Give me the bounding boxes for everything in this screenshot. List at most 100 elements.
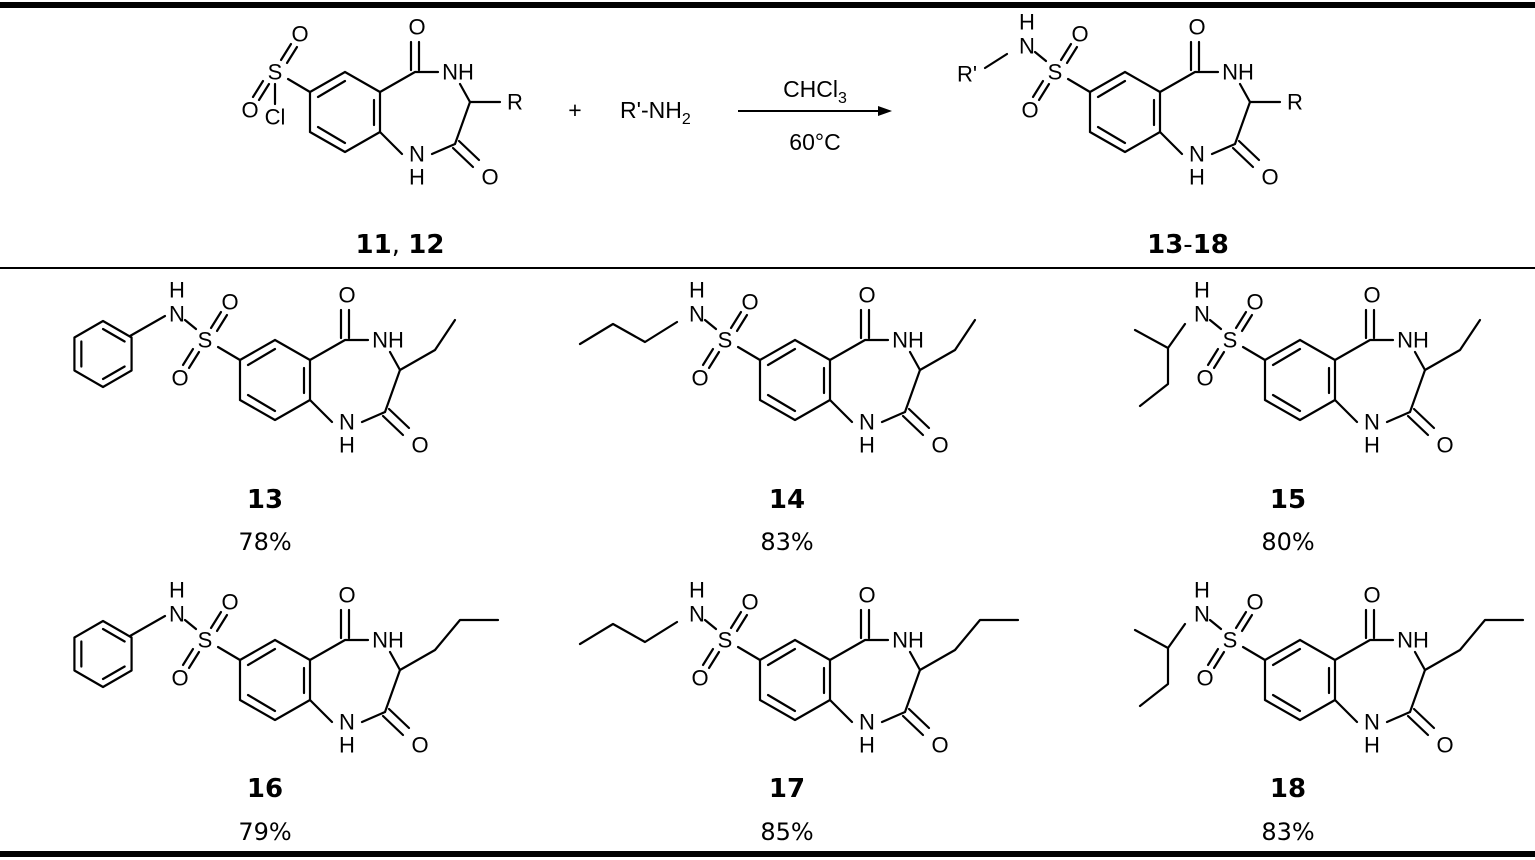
benzene-ring <box>308 70 382 154</box>
r-prime-label: R' <box>957 62 977 87</box>
oxygen-label: O <box>221 590 238 615</box>
oxygen-label: O <box>741 590 758 615</box>
oxygen-label: O <box>1363 583 1380 608</box>
diazepine-ring <box>1333 638 1427 724</box>
s-o-double-bond <box>209 310 229 333</box>
s-o-double-bond <box>701 347 721 370</box>
oxygen-label: O <box>1436 733 1453 758</box>
compound-13-yield: 78% <box>238 528 291 556</box>
n-label: N <box>409 142 425 167</box>
h-label: H <box>1019 10 1035 35</box>
carbonyl-bond <box>859 608 871 640</box>
oxygen-label: O <box>171 666 188 691</box>
compound-18-yield: 83% <box>1261 818 1314 846</box>
s-o-double-bond <box>181 347 201 370</box>
h-label: H <box>689 578 705 603</box>
n-s-bond <box>703 318 718 331</box>
carbonyl-bond <box>381 407 411 437</box>
n-s-bond <box>183 318 198 331</box>
phenyl-ring <box>73 619 133 689</box>
n-aryl-bond <box>128 614 167 638</box>
n-aryl-bond <box>128 314 167 338</box>
propyl-chain <box>1423 618 1525 672</box>
aromatic-double-bonds <box>766 647 826 713</box>
n-label: N <box>339 410 355 435</box>
aromatic-double-bonds <box>316 79 376 145</box>
oxygen-label: O <box>1021 98 1038 123</box>
r-prime-bond <box>983 52 1009 70</box>
nh-label: NH <box>1397 628 1429 653</box>
oxygen-label: O <box>241 98 258 123</box>
compound-15-yield: 80% <box>1261 528 1314 556</box>
s-o-double-bond <box>279 42 299 65</box>
benzene-ring <box>1263 338 1337 422</box>
aromatic-double-bonds <box>1096 79 1156 145</box>
sulfur-label: S <box>198 328 213 353</box>
s-o-double-bond <box>1031 79 1051 102</box>
carbonyl-bond <box>1364 308 1376 340</box>
phenyl-double-bonds <box>80 327 126 381</box>
sulfonamide-n-label: N <box>169 302 185 327</box>
compound-16-yield: 79% <box>238 818 291 846</box>
oxygen-label: O <box>408 15 425 40</box>
plus-sign: + <box>568 97 581 123</box>
aromatic-double-bonds <box>1271 647 1331 713</box>
n-label: N <box>859 710 875 735</box>
sulfur-label: S <box>718 328 733 353</box>
carbonyl-bond <box>1189 40 1201 72</box>
product-label: 13-18 <box>1147 230 1229 260</box>
s-o-double-bond <box>181 647 201 670</box>
chlorine-label: Cl <box>265 105 286 130</box>
diazepine-ring <box>378 70 472 156</box>
sulfonamide-n-label: N <box>1194 602 1210 627</box>
compound-15-label: 15 <box>1270 485 1306 515</box>
h-label: H <box>1194 578 1210 603</box>
r-group-label: R <box>1287 90 1303 115</box>
s-o-double-bond <box>1234 310 1254 333</box>
oxygen-label: O <box>691 366 708 391</box>
sulfur-label: S <box>198 628 213 653</box>
propyl-chain <box>918 618 1020 672</box>
diazepine-ring <box>308 338 402 424</box>
aryl-sulfur-bond <box>1241 645 1267 662</box>
oxygen-label: O <box>741 290 758 315</box>
oxygen-label: O <box>1246 590 1263 615</box>
aromatic-double-bonds <box>246 347 306 413</box>
sec-butyl-chain <box>1133 322 1187 408</box>
ethyl-chain <box>1423 318 1482 372</box>
sulfur-label: S <box>268 60 283 85</box>
diazepine-ring <box>828 338 922 424</box>
h-label: H <box>1364 433 1380 458</box>
aryl-sulfur-bond <box>1066 77 1092 94</box>
oxygen-label: O <box>858 283 875 308</box>
carbonyl-bond <box>1406 407 1436 437</box>
n-s-bond <box>1208 618 1223 631</box>
ethyl-chain <box>918 318 977 372</box>
oxygen-label: O <box>1363 283 1380 308</box>
compound-17-label: 17 <box>769 774 805 804</box>
s-o-double-bond <box>729 610 749 633</box>
h-label: H <box>169 278 185 303</box>
oxygen-label: O <box>1071 22 1088 47</box>
r-group-label: R <box>507 90 523 115</box>
carbonyl-bond <box>1364 608 1376 640</box>
n-s-bond <box>1208 318 1223 331</box>
n-s-bond <box>183 618 198 631</box>
nh-label: NH <box>892 628 924 653</box>
sulfur-label: S <box>718 628 733 653</box>
sulfur-label: S <box>1223 328 1238 353</box>
oxygen-label: O <box>411 433 428 458</box>
oxygen-label: O <box>1196 366 1213 391</box>
oxygen-label: O <box>931 433 948 458</box>
sec-butyl-chain <box>1133 622 1187 708</box>
oxygen-label: O <box>1436 433 1453 458</box>
sulfonamide-n-label: N <box>1194 302 1210 327</box>
sulfonamide-n-label: N <box>689 602 705 627</box>
nh-label: NH <box>372 628 404 653</box>
diazepine-ring <box>308 638 402 724</box>
carbonyl-bond <box>1231 139 1261 169</box>
